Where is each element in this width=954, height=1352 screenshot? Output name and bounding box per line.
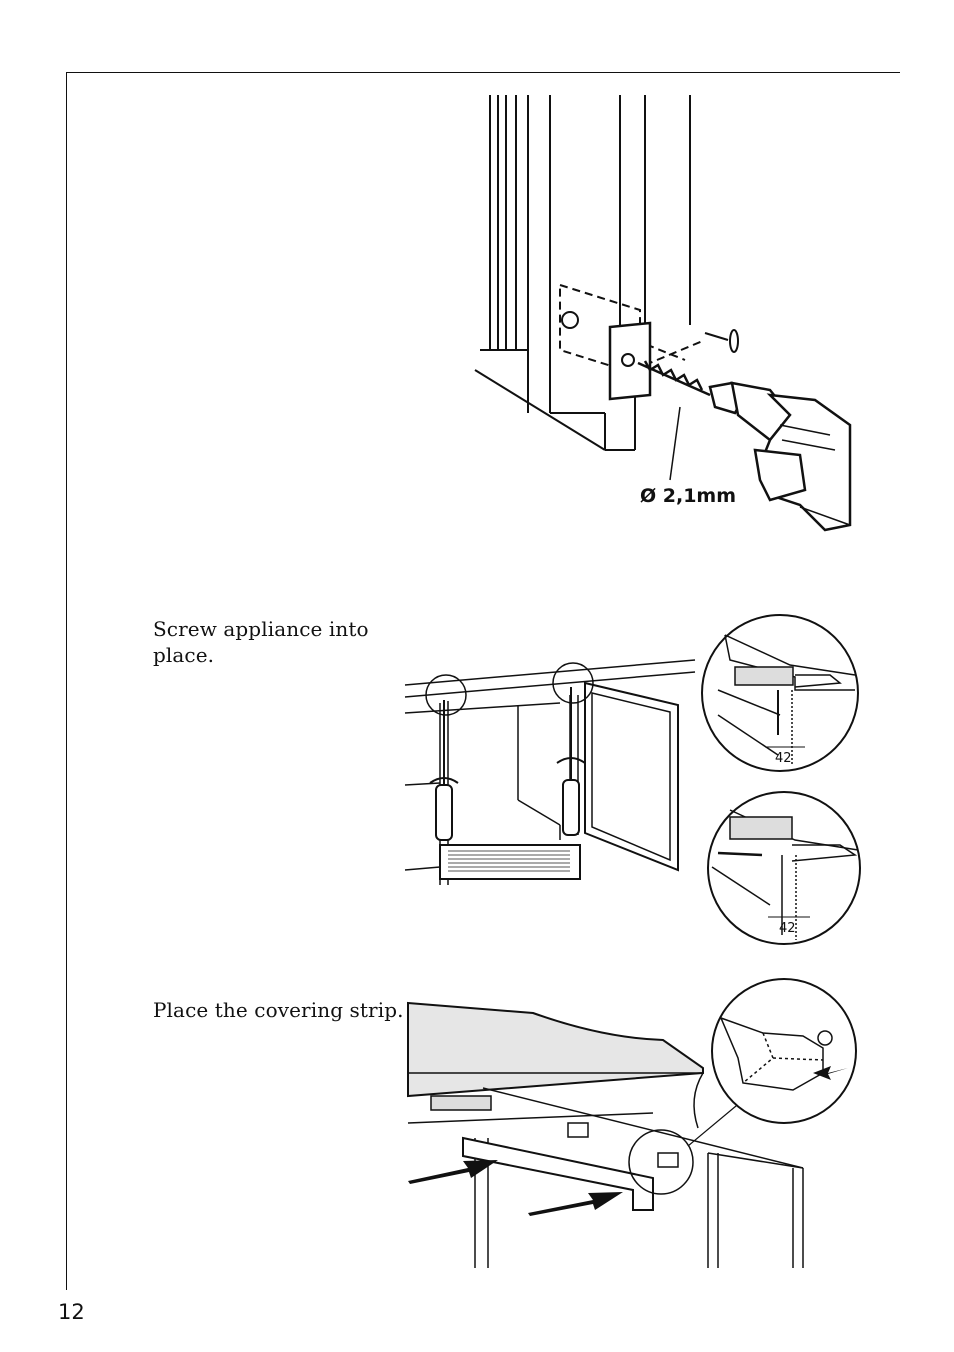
covering-strip-illustration	[403, 978, 861, 1270]
detail-dimension-top: 42	[775, 751, 792, 766]
drill-bracket-illustration: Ø 2,1mm	[470, 95, 860, 555]
caption-covering-strip: Place the covering strip.	[153, 998, 404, 1022]
detail-dimension-bottom: 42	[779, 921, 796, 936]
caption-screw-appliance: Screw appliance into place.	[153, 617, 369, 667]
drill-diameter-label: Ø 2,1mm	[640, 485, 736, 507]
screwdriver-installation-illustration: 42 42	[400, 605, 862, 950]
left-margin-rule	[66, 72, 67, 1290]
page-number: 12	[58, 1300, 85, 1324]
top-rule	[66, 72, 900, 73]
